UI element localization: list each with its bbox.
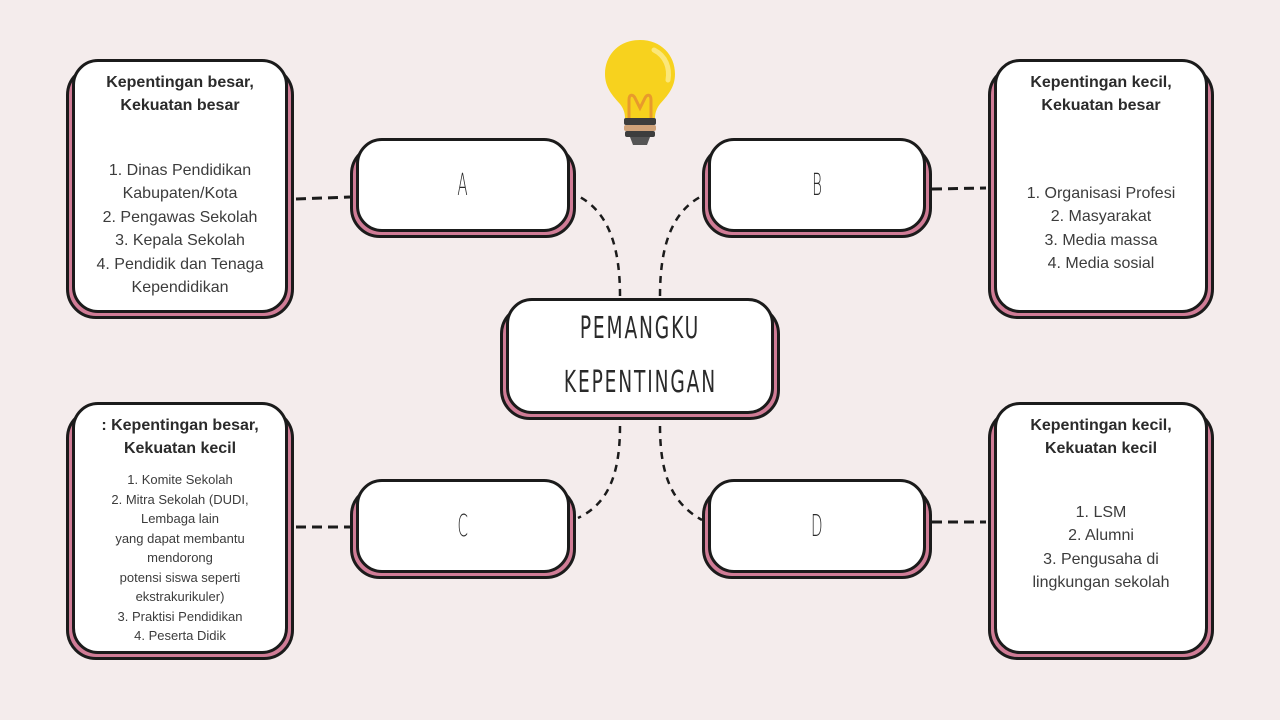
quadrant-a-item: 2. Pengawas Sekolah [102, 208, 258, 226]
letter-b: B [811, 167, 823, 203]
quadrant-a-title-line2: Kekuatan besar [120, 97, 240, 114]
quadrant-b-item: 3. Media massa [1044, 231, 1158, 249]
quadrant-a-item: Kependidikan [131, 279, 229, 297]
quadrant-a-item: 4. Pendidik dan Tenaga [96, 255, 264, 273]
quadrant-a-item: Kabupaten/Kota [122, 185, 238, 203]
quadrant-d-item: 1. LSM [1075, 504, 1127, 521]
quadrant-d-item: 3. Pengusaha di [1043, 550, 1159, 568]
center-title-line2: KEPENTINGAN [563, 365, 717, 400]
quadrant-c-item: yang dapat membantu [115, 530, 245, 546]
quadrant-c-title-line2: Kekuatan kecil [123, 440, 237, 457]
quadrant-c-item: 4. Peserta Didik [134, 628, 226, 643]
quadrant-c-item: 3. Praktisi Pendidikan [117, 608, 243, 624]
quadrant-c-item: Lembaga lain [140, 511, 220, 526]
quadrant-d-title-line2: Kekuatan kecil [1044, 440, 1158, 457]
letter-card-d: D [702, 479, 932, 579]
letter-card-c: C [350, 479, 576, 579]
quadrant-c-item: 1. Komite Sekolah [127, 472, 233, 487]
center-card: PEMANGKU KEPENTINGAN [500, 298, 780, 420]
quadrant-c-item: mendorong [147, 550, 213, 565]
center-title-line1: PEMANGKU [579, 311, 701, 346]
quadrant-c-item: 2. Mitra Sekolah (DUDI, [111, 491, 249, 507]
quadrant-d-item: lingkungan sekolah [1032, 574, 1170, 592]
quadrant-card-a: Kepentingan besar, Kekuatan besar 1. Din… [66, 59, 294, 319]
link-b-box [931, 186, 987, 191]
quadrant-b-item: 1. Organisasi Profesi [1026, 185, 1176, 202]
quadrant-a-item: 3. Kepala Sekolah [115, 232, 245, 250]
quadrant-a-title-line1: Kepentingan besar, [106, 74, 254, 91]
quadrant-c-item: potensi siswa seperti [119, 569, 241, 585]
letter-d: D [810, 508, 824, 544]
quadrant-c-item: ekstrakurikuler) [135, 589, 225, 604]
link-center-a [577, 194, 622, 297]
quadrant-d-title-line1: Kepentingan kecil, [1030, 417, 1172, 434]
quadrant-card-b: Kepentingan kecil, Kekuatan besar 1. Org… [988, 59, 1214, 319]
letter-c: C [457, 508, 469, 544]
link-center-d [658, 425, 703, 522]
link-center-c [577, 425, 622, 520]
link-a-box [295, 195, 351, 201]
quadrant-b-item: 2. Masyarakat [1050, 208, 1152, 226]
quadrant-d-item: 2. Alumni [1068, 527, 1134, 545]
quadrant-card-d: Kepentingan kecil, Kekuatan kecil 1. LSM… [988, 402, 1214, 660]
lightbulb-icon [605, 40, 675, 145]
letter-card-a: A [350, 138, 576, 238]
letter-a: A [457, 167, 469, 203]
quadrant-a-item: 1. Dinas Pendidikan [108, 162, 252, 179]
quadrant-b-title-line1: Kepentingan kecil, [1030, 74, 1172, 91]
link-center-b [658, 194, 703, 297]
quadrant-card-c: : Kepentingan besar, Kekuatan kecil 1. K… [66, 402, 294, 660]
quadrant-c-title-line1: : Kepentingan besar, [101, 417, 259, 434]
quadrant-b-item: 4. Media sosial [1047, 255, 1155, 273]
quadrant-b-title-line2: Kekuatan besar [1041, 97, 1161, 114]
letter-card-b: B [702, 138, 932, 238]
